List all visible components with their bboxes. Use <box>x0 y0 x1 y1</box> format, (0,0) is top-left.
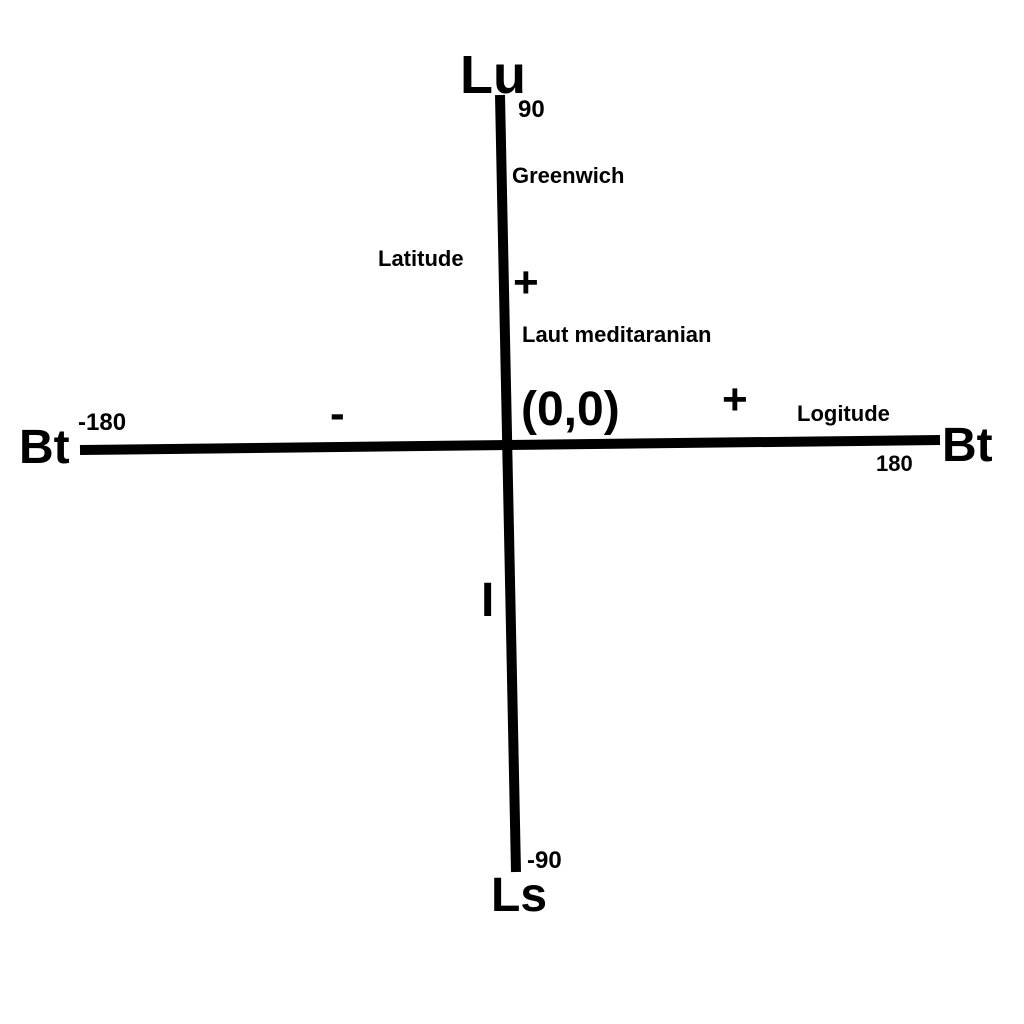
latitude-label: Latitude <box>378 246 464 271</box>
latitude-axis <box>495 94 521 873</box>
south-bar-sign: I <box>481 574 494 627</box>
east-pole-label: Bt <box>942 419 993 472</box>
north-pole-label: Lu <box>460 45 526 105</box>
west-pole-label: Bt <box>19 421 70 474</box>
east-degree-label: 180 <box>876 451 913 476</box>
origin-label: (0,0) <box>521 383 620 436</box>
west-degree-label: -180 <box>78 409 126 436</box>
south-degree-label: -90 <box>527 847 562 874</box>
east-plus-sign: + <box>722 375 748 424</box>
south-pole-label: Ls <box>491 869 547 922</box>
north-degree-label: 90 <box>518 96 545 123</box>
greenwich-label: Greenwich <box>512 163 624 188</box>
sea-label: Laut meditaranian <box>522 322 711 347</box>
west-minus-sign: - <box>330 389 345 438</box>
longitude-label: Logitude <box>797 401 890 426</box>
longitude-axis <box>79 435 941 455</box>
north-plus-sign: + <box>513 258 539 307</box>
